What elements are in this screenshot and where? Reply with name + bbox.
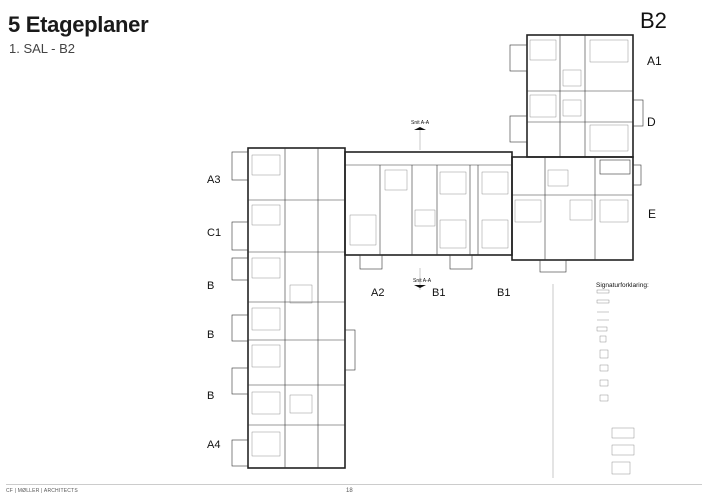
sheet-code: B2 — [640, 8, 667, 33]
page-subtitle: 1. SAL - B2 — [9, 41, 75, 56]
page-title: 5 Etageplaner — [8, 12, 149, 37]
unit-label-b-3: B — [207, 390, 214, 402]
footer-brand: CF | MØLLER | ARCHITECTS — [6, 488, 78, 494]
section-mark-lower: Snit A-A — [413, 278, 432, 284]
unit-label-d: D — [647, 115, 656, 129]
unit-label-a1: A1 — [647, 54, 662, 68]
unit-label-a2: A2 — [371, 287, 384, 299]
unit-label-c1: C1 — [207, 227, 221, 239]
block-a2-b1 — [344, 151, 513, 270]
section-arrow-lower — [414, 285, 426, 288]
section-mark-upper: Snit A-A — [411, 120, 430, 126]
unit-label-b-1: B — [207, 280, 214, 292]
section-arrow-upper — [414, 127, 426, 130]
block-e — [511, 156, 642, 273]
legend-title: Signaturforklaring: — [596, 282, 649, 289]
unit-label-b-2: B — [207, 329, 214, 341]
unit-label-a4: A4 — [207, 439, 220, 451]
legend — [552, 284, 635, 478]
block-a1-d — [509, 34, 644, 158]
unit-label-a3: A3 — [207, 174, 220, 186]
unit-label-e: E — [648, 207, 656, 221]
page-number: 18 — [346, 488, 353, 494]
footer-divider — [6, 484, 702, 485]
unit-label-b1-2: B1 — [497, 287, 510, 299]
unit-label-b1-1: B1 — [432, 287, 445, 299]
block-left — [231, 147, 356, 469]
